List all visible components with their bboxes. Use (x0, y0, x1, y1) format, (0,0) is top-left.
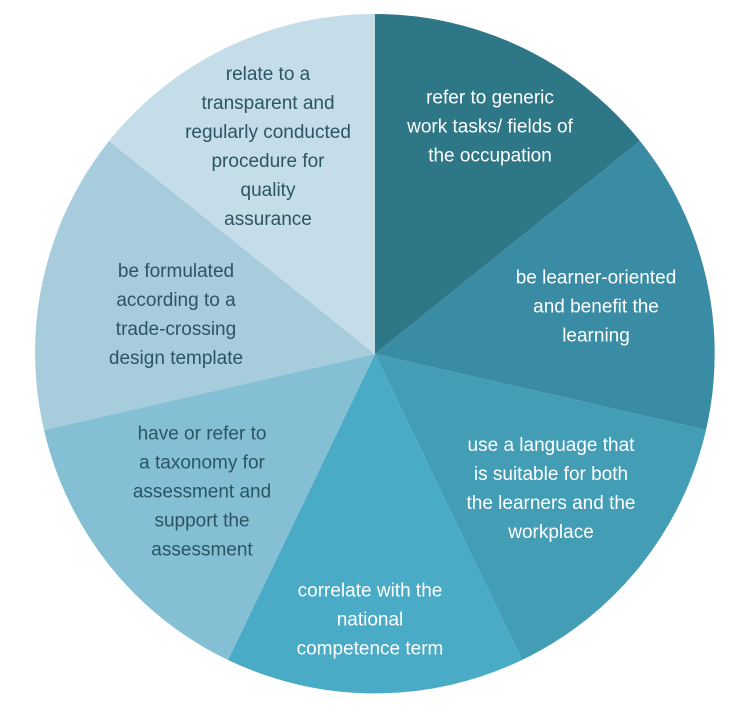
label-line: relate to a (225, 64, 311, 85)
label-line: transparent and (201, 93, 335, 114)
pie-segment-design-template (35, 141, 376, 430)
label-line: be learner-oriented (515, 267, 677, 289)
pie-segment-learner-oriented (375, 141, 715, 430)
label-line: have or refer to (137, 423, 267, 445)
segment-label-language: use a language that is suitable for both… (466, 431, 635, 547)
label-line: design template (108, 348, 244, 369)
label-line: procedure for (211, 151, 325, 172)
label-line: competence term (296, 638, 444, 660)
label-line: the occupation (428, 145, 552, 167)
label-line: support the (154, 510, 250, 532)
segment-label-work-tasks: refer to generic work tasks/ fields of t… (407, 84, 573, 171)
label-line: assessment (151, 539, 253, 561)
segment-label-taxonomy: have or refer to a taxonomy for assessme… (133, 420, 271, 565)
label-line: quality (240, 180, 296, 201)
label-line: the learners and the (466, 493, 636, 514)
segment-label-design-template: be formulated according to a trade-cross… (109, 257, 243, 373)
pie-segment-taxonomy (44, 354, 375, 660)
label-line: work tasks/ fields of (407, 116, 573, 138)
pie-segment-competence-term (228, 354, 522, 694)
label-line: national (336, 609, 404, 631)
label-line: according to a (116, 290, 236, 311)
label-line: refer to generic (426, 87, 554, 109)
segment-label-learner-oriented: be learner-oriented and benefit the lear… (516, 264, 677, 351)
label-line: is suitable for both (473, 464, 629, 485)
label-line: trade-crossing (115, 319, 237, 340)
pie-segment-work-tasks (375, 14, 640, 354)
label-line: learning (562, 325, 630, 347)
segment-label-competence-term: correlate with the national competence t… (297, 577, 444, 664)
label-line: correlate with the (297, 580, 443, 602)
label-line: a taxonomy for (139, 452, 265, 474)
pie-segment-language (375, 354, 706, 660)
label-line: workplace (508, 522, 594, 543)
label-line: use a language that (467, 435, 635, 456)
label-line: assessment and (132, 481, 272, 503)
label-line: and benefit the (533, 296, 659, 318)
label-line: regularly conducted (185, 122, 351, 143)
label-line: assurance (224, 209, 312, 230)
segment-label-quality-assurance: relate to a transparent and regularly co… (185, 60, 351, 234)
pie-segment-quality-assurance (109, 13, 375, 355)
label-line: be formulated (117, 261, 235, 282)
